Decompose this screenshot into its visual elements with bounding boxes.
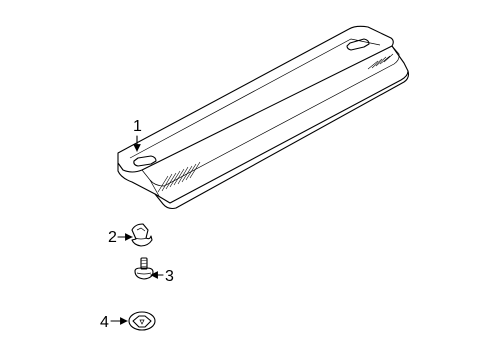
- bolt: [134, 257, 154, 280]
- high-mount-stop-lamp: [117, 25, 410, 210]
- callout-label-3: 3: [165, 268, 174, 285]
- callout-1: 1: [133, 118, 142, 152]
- callout-3: 3: [150, 268, 174, 285]
- callout-label-1: 1: [133, 118, 142, 135]
- callout-2: 2: [108, 229, 133, 246]
- nut: [128, 311, 156, 331]
- callout-label-2: 2: [108, 229, 117, 246]
- callout-label-4: 4: [100, 314, 109, 331]
- callout-4: 4: [100, 314, 128, 331]
- clip: [131, 223, 153, 247]
